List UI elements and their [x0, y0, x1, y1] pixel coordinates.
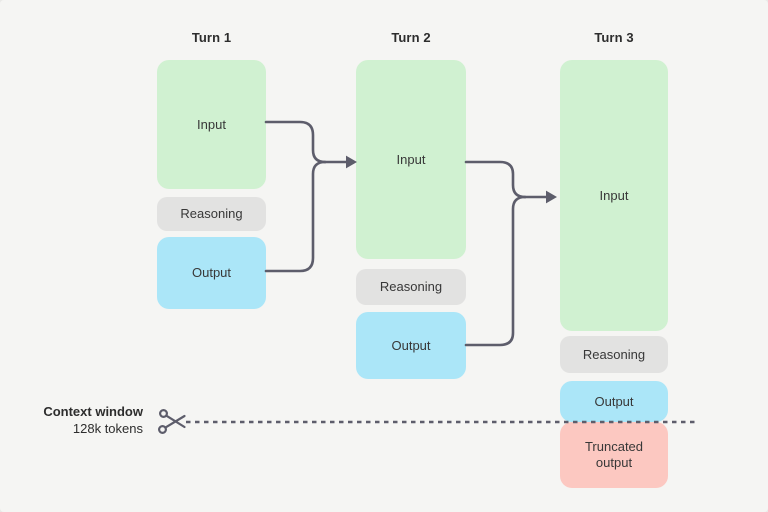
turn3-output-label: Output: [594, 393, 634, 409]
turn-3-title: Turn 3: [594, 30, 634, 45]
context-window-title: Context window: [43, 404, 143, 419]
turn-2-title: Turn 2: [391, 30, 431, 45]
turn3-input-box: Input: [560, 60, 668, 331]
scissors-icon: [158, 409, 186, 435]
turn2-input-box: Input: [356, 60, 466, 259]
turn3-reasoning-label: Reasoning: [582, 346, 646, 362]
turn3-truncated-output-label: Truncated output: [584, 439, 644, 470]
turn3-reasoning-box: Reasoning: [560, 336, 668, 373]
context-window-label: Context window 128k tokens: [23, 404, 143, 437]
turn2-input-label: Input: [396, 151, 426, 167]
turn-1-title: Turn 1: [191, 30, 232, 45]
turn2-output-label: Output: [391, 337, 431, 353]
turn3-output-box: Output: [560, 381, 668, 422]
turn3-truncated-output-box: Truncated output: [560, 422, 668, 488]
arrowhead-turn3-input: [546, 190, 557, 204]
turn1-output-box: Output: [157, 237, 266, 309]
turn2-output-box: Output: [356, 312, 466, 379]
turn1-reasoning-label: Reasoning: [180, 206, 243, 221]
turn2-reasoning-box: Reasoning: [356, 269, 466, 305]
turn1-input-box: Input: [157, 60, 266, 189]
turn2-reasoning-label: Reasoning: [379, 279, 443, 294]
turn3-input-label: Input: [599, 187, 629, 203]
arrow-turn2-to-turn3: [464, 160, 548, 347]
turn1-output-label: Output: [191, 265, 232, 280]
turn1-input-label: Input: [197, 116, 226, 132]
arrow-turn1-to-turn2: [264, 120, 348, 273]
context-window-tokens: 128k tokens: [72, 420, 143, 436]
turn1-reasoning-box: Reasoning: [157, 197, 266, 231]
